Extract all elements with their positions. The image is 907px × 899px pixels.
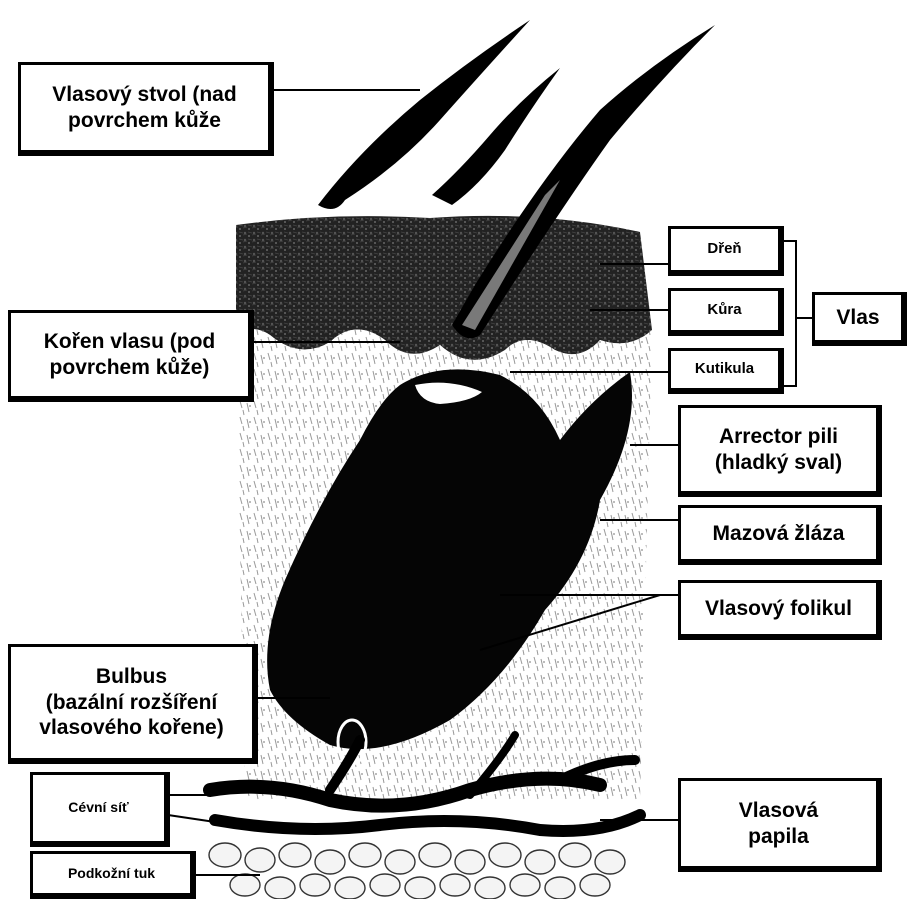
label-sebaceous-text: Mazová žláza [713, 521, 845, 547]
label-hair-shaft: Vlasový stvol (nad povrchem kůže [18, 62, 274, 156]
label-cuticle-text: Kutikula [695, 360, 754, 378]
label-cortex: Kůra [668, 288, 784, 336]
label-vessel-network: Cévní síť [30, 772, 170, 847]
label-follicle-text: Vlasový folikul [705, 596, 852, 622]
label-hair-root: Kořen vlasu (pod povrchem kůže) [8, 310, 254, 402]
label-arrector-line2: (hladký sval) [715, 450, 842, 476]
label-sebaceous-gland: Mazová žláza [678, 505, 882, 565]
label-fat-text: Podkožní tuk [68, 865, 155, 882]
label-papilla-line2: papila [739, 824, 818, 850]
epidermis [236, 216, 652, 360]
label-bulb: Bulbus (bazální rozšíření vlasového koře… [8, 644, 258, 764]
label-arrector-line1: Arrector pili [715, 424, 842, 450]
label-medulla-text: Dřeň [707, 240, 741, 258]
label-medulla: Dřeň [668, 226, 784, 276]
label-hair-text: Vlas [836, 305, 879, 331]
label-hair-shaft-line2: povrchem kůže [52, 108, 236, 134]
label-hair-root-line1: Kořen vlasu (pod [44, 329, 216, 355]
label-cuticle: Kutikula [668, 348, 784, 394]
label-cortex-text: Kůra [707, 301, 741, 319]
label-hair-shaft-line1: Vlasový stvol (nad [52, 82, 236, 108]
label-subcutaneous-fat: Podkožní tuk [30, 851, 196, 899]
label-bulb-line3: vlasového kořene) [39, 715, 223, 741]
label-hair-follicle: Vlasový folikul [678, 580, 882, 640]
label-bulb-line1: Bulbus [39, 664, 223, 690]
label-papilla-line1: Vlasová [739, 798, 818, 824]
hair-shaft-left [318, 20, 530, 209]
label-arrector-pili: Arrector pili (hladký sval) [678, 405, 882, 497]
label-vessels-text: Cévní síť [68, 799, 128, 816]
label-bulb-line2: (bazální rozšíření [39, 690, 223, 716]
fat-cells [209, 843, 625, 899]
label-hair: Vlas [812, 292, 907, 346]
label-hair-papilla: Vlasová papila [678, 778, 882, 872]
label-hair-root-line2: povrchem kůže) [44, 355, 216, 381]
